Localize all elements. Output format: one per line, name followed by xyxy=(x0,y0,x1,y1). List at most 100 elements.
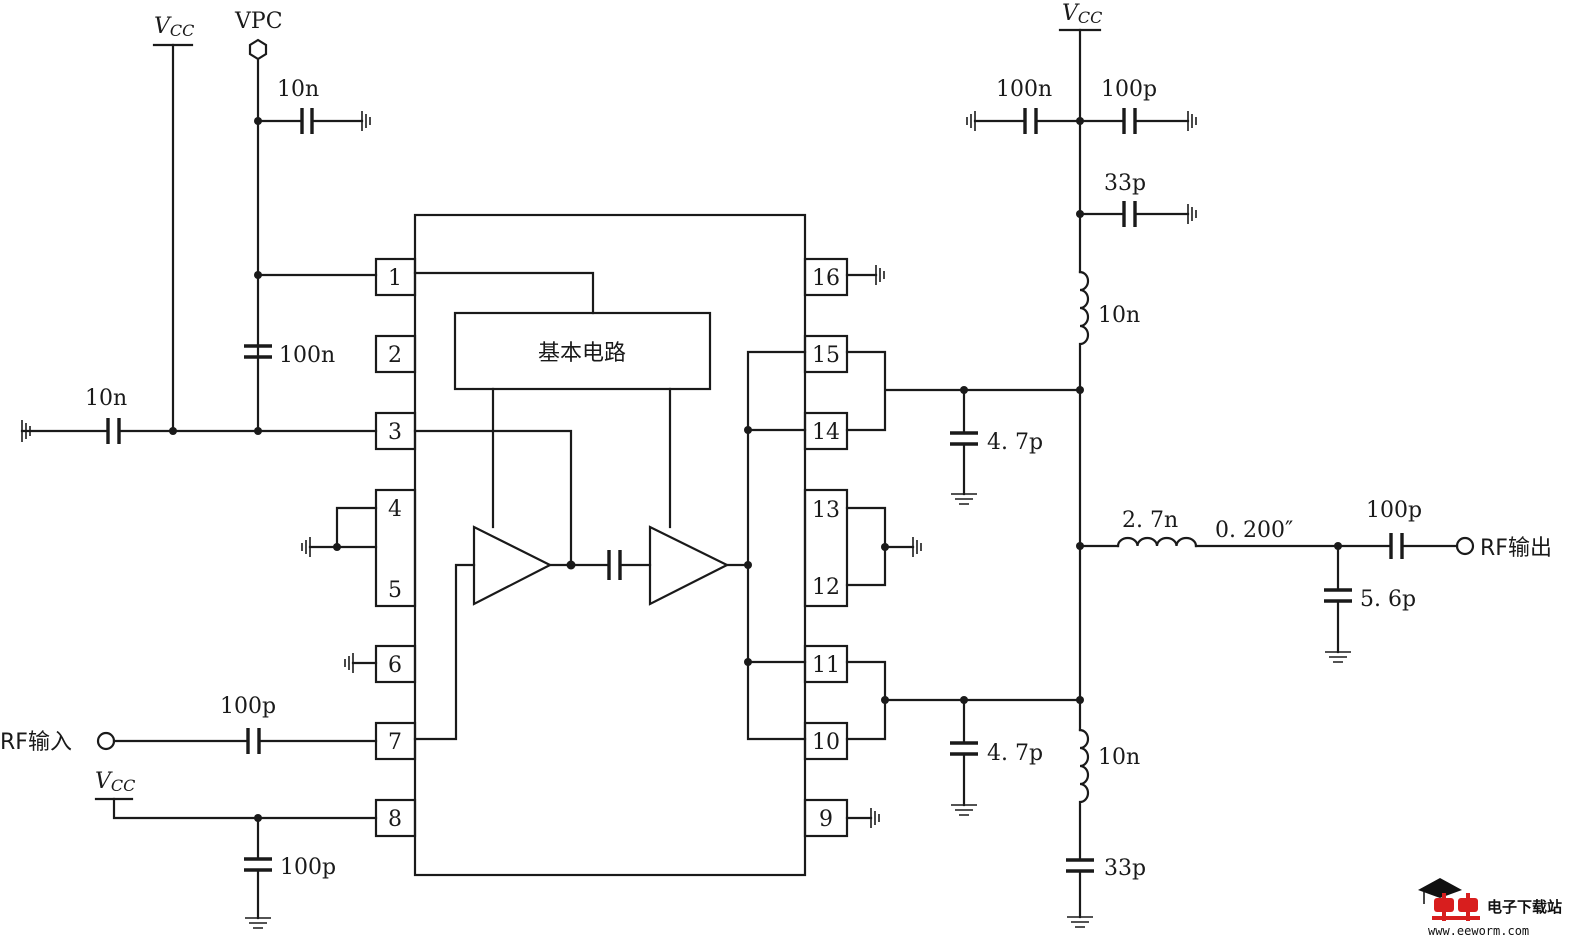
vcc-right-supply: VCC 100n 100p 33p 10n 10n xyxy=(966,1,1197,928)
junction-dot xyxy=(1076,696,1084,704)
watermark-url: www.eeworm.com xyxy=(1428,924,1529,938)
pin-3-label: 3 xyxy=(388,420,402,445)
pin-2-label: 2 xyxy=(388,343,402,368)
cap-33p-bottom-label: 33p xyxy=(1104,856,1146,881)
ground-icon xyxy=(344,653,354,673)
capacitor-100n-right xyxy=(1023,108,1038,134)
pin-6-label: 6 xyxy=(388,653,402,678)
pin-10-box xyxy=(803,721,849,761)
junction-dot xyxy=(333,543,341,551)
ground-icon xyxy=(1187,111,1197,131)
ground-icon xyxy=(1067,916,1093,928)
pin3-to-amp1-output-wire xyxy=(413,429,573,567)
cap-100p-rf-in-label: 100p xyxy=(220,694,276,719)
pin1-to-block-wire xyxy=(413,271,595,315)
pin-13-label: 13 xyxy=(812,498,840,523)
amplifier-2 xyxy=(648,525,730,606)
pin-15-label: 15 xyxy=(812,343,840,368)
capacitor-10n-vpc xyxy=(300,108,314,134)
vpc-terminal xyxy=(248,38,268,61)
junction-dot xyxy=(881,696,889,704)
cap-100p-right-label: 100p xyxy=(1101,77,1157,102)
pin13-12-ground-wire xyxy=(845,506,915,587)
ground-icon xyxy=(912,537,922,557)
pin15-14-wire xyxy=(845,350,1082,432)
interstage-capacitor xyxy=(607,550,622,580)
inductor-10n-top xyxy=(1078,270,1090,392)
capacitor-100n-vpc xyxy=(244,344,272,359)
pin-15-box xyxy=(803,334,849,374)
cap-100n-vpc-label: 100n xyxy=(279,343,335,368)
pin-16-label: 16 xyxy=(812,266,840,291)
inductor-10n-bottom xyxy=(1078,728,1090,862)
pin-7-label: 7 xyxy=(388,730,402,755)
vcc-left-label: VCC xyxy=(154,14,194,40)
ic-package: 1 2 3 4 5 6 7 8 9 10 11 12 13 14 15 16 基… xyxy=(374,213,849,877)
inductor-2n7-label: 2. 7n xyxy=(1122,508,1178,533)
ground-icon xyxy=(951,804,977,816)
cap-10n-vpc-label: 10n xyxy=(277,77,319,102)
junction-dot xyxy=(744,426,752,434)
inductor-10n-bottom-label: 10n xyxy=(1098,745,1140,770)
pin-1-box xyxy=(374,257,417,297)
pin-8-label: 8 xyxy=(388,807,402,832)
ground-icon xyxy=(1187,204,1197,224)
cap-5p6-label: 5. 6p xyxy=(1360,587,1416,612)
capacitor-5p6-shunt xyxy=(1324,588,1352,603)
pin-1-label: 1 xyxy=(388,266,402,291)
pin-5-label: 5 xyxy=(388,578,402,603)
junction-dot xyxy=(566,560,576,570)
junction-dot xyxy=(1076,386,1084,394)
cap-100p-output-label: 100p xyxy=(1366,498,1422,523)
capacitor-100p-right xyxy=(1122,108,1137,134)
ground-symbols xyxy=(21,111,922,828)
vpc-label: VPC xyxy=(234,9,283,34)
cap-4p7-upper-label: 4. 7p xyxy=(987,430,1043,455)
capacitor-33p-bottom xyxy=(1066,858,1094,873)
cap-100p-pin8-label: 100p xyxy=(280,855,336,880)
pin8-supply-network: VCC 100p xyxy=(94,769,378,929)
graduation-cap-icon xyxy=(1418,878,1462,898)
junction-dot xyxy=(744,561,752,569)
capacitor-4p7-upper xyxy=(950,431,978,446)
junction-dot xyxy=(881,543,889,551)
watermark: 电子下载站 www.eeworm.com xyxy=(1418,878,1562,938)
capacitor-100p-output xyxy=(1389,533,1404,559)
rf-input-label: RF输入 xyxy=(0,730,72,755)
upper-output-network: 4. 7p xyxy=(845,350,1082,505)
vcc-right-label: VCC xyxy=(1062,1,1102,27)
rf-input-network: RF输入 100p xyxy=(0,694,378,755)
ground-icon xyxy=(875,265,885,285)
pin8-supply-wire xyxy=(112,797,378,820)
capacitor-100p-pin8 xyxy=(244,857,272,872)
pin-9-label: 9 xyxy=(819,807,833,832)
pin7-to-amp1-input-wire xyxy=(413,563,476,741)
transmission-line-label: 0. 200″ xyxy=(1215,518,1293,543)
pin-14-label: 14 xyxy=(812,420,840,445)
pin-16-box xyxy=(803,257,849,297)
pin-10-label: 10 xyxy=(812,730,840,755)
ground-icon xyxy=(245,917,271,929)
pin-12-label: 12 xyxy=(812,575,840,600)
pin-4-label: 4 xyxy=(388,497,402,522)
watermark-name: 电子下载站 xyxy=(1487,898,1562,916)
vpc-supply: VPC 10n 100n 10n xyxy=(20,9,378,444)
inductor-10n-top-label: 10n xyxy=(1098,303,1140,328)
inductor-2n7-output xyxy=(1116,536,1198,548)
pin-13-12-box xyxy=(803,488,849,608)
pin-2-box xyxy=(374,334,417,374)
capacitor-100p-rf-in xyxy=(246,728,261,754)
vcc-pin8-label: VCC xyxy=(95,769,135,795)
vcc-left-supply: VCC xyxy=(152,14,194,433)
ground-icon xyxy=(870,808,880,828)
rf-input-terminal xyxy=(96,731,116,751)
rf-output-terminal xyxy=(1455,536,1475,556)
output-bus-taps xyxy=(746,428,807,664)
pin-11-box xyxy=(803,644,849,684)
amplifier-1 xyxy=(472,525,553,606)
bug-logo-icon xyxy=(1432,893,1480,921)
capacitor-4p7-lower xyxy=(950,741,978,756)
rf-output-network: 2. 7n 0. 200″ 5. 6p 100p RF输出 xyxy=(1078,498,1552,663)
cap-33p-top-label: 33p xyxy=(1104,171,1146,196)
